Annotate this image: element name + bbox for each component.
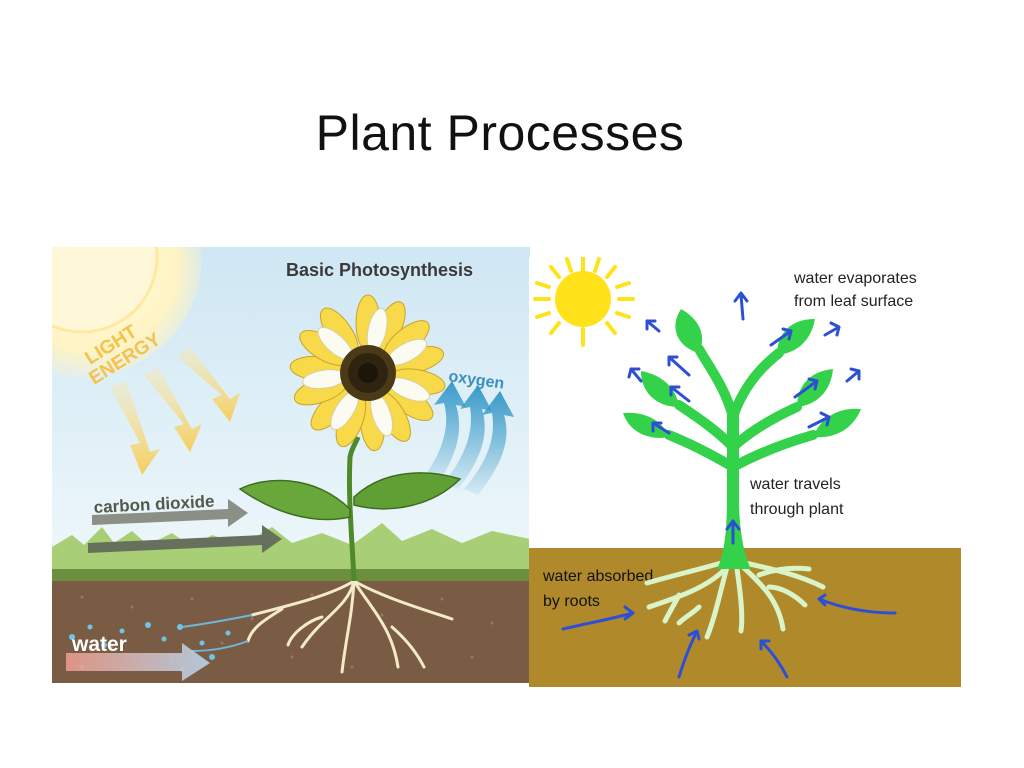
oxygen-arrows <box>424 381 514 495</box>
carbon-dioxide-arrows <box>88 499 282 553</box>
travels-label-line1: water travels <box>749 476 841 493</box>
plant-trunk <box>717 407 751 569</box>
travels-label-line2: through plant <box>750 501 844 518</box>
slide-title: Plant Processes <box>315 105 685 161</box>
roots <box>246 579 454 674</box>
evaporates-label-line1: water evaporates <box>793 270 917 287</box>
plant-leaves <box>623 309 861 438</box>
sunflower-icon <box>289 294 446 452</box>
left-leaf <box>238 479 351 521</box>
transpiration-diagram: water evaporates from leaf surface water… <box>529 257 961 687</box>
grass <box>52 523 530 577</box>
water-flow-arrows <box>561 291 897 679</box>
roots <box>644 560 826 640</box>
right-leaf <box>353 472 462 510</box>
absorbed-label-line2: by roots <box>543 593 600 610</box>
plant-branches <box>664 344 818 472</box>
light-energy-arrows <box>110 347 240 475</box>
plant-stem <box>346 436 361 582</box>
soil-texture <box>80 593 494 669</box>
water-arrow <box>66 643 210 681</box>
photosynthesis-title: Basic Photosynthesis <box>286 260 473 280</box>
sun-icon <box>52 247 159 334</box>
absorbed-label-line1: water absorbed <box>542 568 653 585</box>
sun-icon <box>533 257 635 347</box>
evaporates-label-line2: from leaf surface <box>794 293 913 310</box>
water-roots <box>181 614 253 652</box>
photosynthesis-diagram: LIGHT ENERGY Basic Photosynthesis water <box>52 247 530 683</box>
water-label: water <box>71 633 127 656</box>
grass-edge <box>52 569 530 583</box>
